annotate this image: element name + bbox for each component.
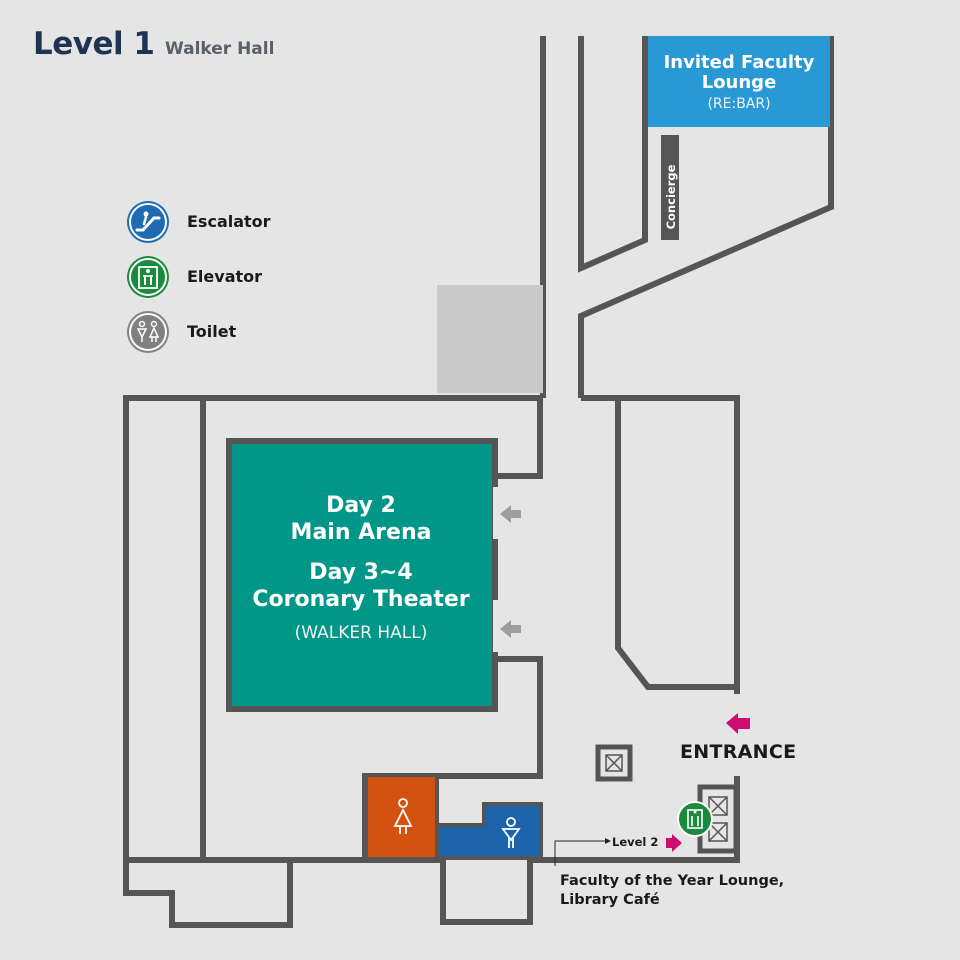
male-toilet-icon [501,817,521,848]
lounge-subtitle: (RE:BAR) [707,96,771,112]
escalator-icon [127,201,169,243]
arena-line-coronary-theater: Coronary Theater [252,587,470,612]
arena-door-lower [493,600,501,652]
womens-toilet-room[interactable] [364,773,439,861]
legend-elevator: Elevator [127,256,327,298]
legend-escalator: Escalator [127,201,327,243]
page-title: Level 1 Walker Hall [33,26,274,62]
level2-arrow-icon [666,834,682,852]
arena-door-upper [493,487,501,539]
arena-line-day2: Day 2 [326,493,396,518]
arrow-into-arena-upper [500,505,521,523]
lounge-line-lounge: Lounge [701,72,777,93]
legend-elevator-label: Elevator [187,267,263,286]
entrance-arrow-icon [726,713,750,734]
service-block [437,285,543,393]
level2-label: Level 2 [612,835,659,849]
lounge-line-invited-faculty: Invited Faculty [663,52,815,73]
arena-line-main-arena: Main Arena [290,520,432,545]
arrow-into-arena-lower [500,620,521,638]
elevator-marker-icon[interactable] [677,801,713,837]
level-label: Level 1 [33,26,155,62]
legend-toilet-label: Toilet [187,322,237,341]
toilet-icon [127,311,169,353]
female-toilet-icon [393,798,413,834]
elevator-icon [127,256,169,298]
building-label: Walker Hall [164,39,275,59]
legend-toilet: Toilet [127,311,327,353]
service-elevator [595,744,633,782]
faculty-of-year-lounge-label: Faculty of the Year Lounge, Library Café [560,872,784,910]
main-arena-room[interactable] [226,438,498,712]
arena-subtitle: (WALKER HALL) [294,623,428,643]
faculty-lounge-line1: Faculty of the Year Lounge, [560,873,785,889]
faculty-lounge-line2: Library Café [560,892,660,908]
concierge-label: Concierge [664,164,678,230]
arena-line-day34: Day 3~4 [309,560,413,585]
invited-faculty-lounge-room[interactable] [648,36,830,127]
concierge-desk [661,135,679,240]
level2-connector-line [554,838,611,866]
legend-escalator-label: Escalator [187,212,271,231]
mens-toilet-room[interactable] [435,802,543,860]
entrance-label: ENTRANCE [680,741,797,763]
